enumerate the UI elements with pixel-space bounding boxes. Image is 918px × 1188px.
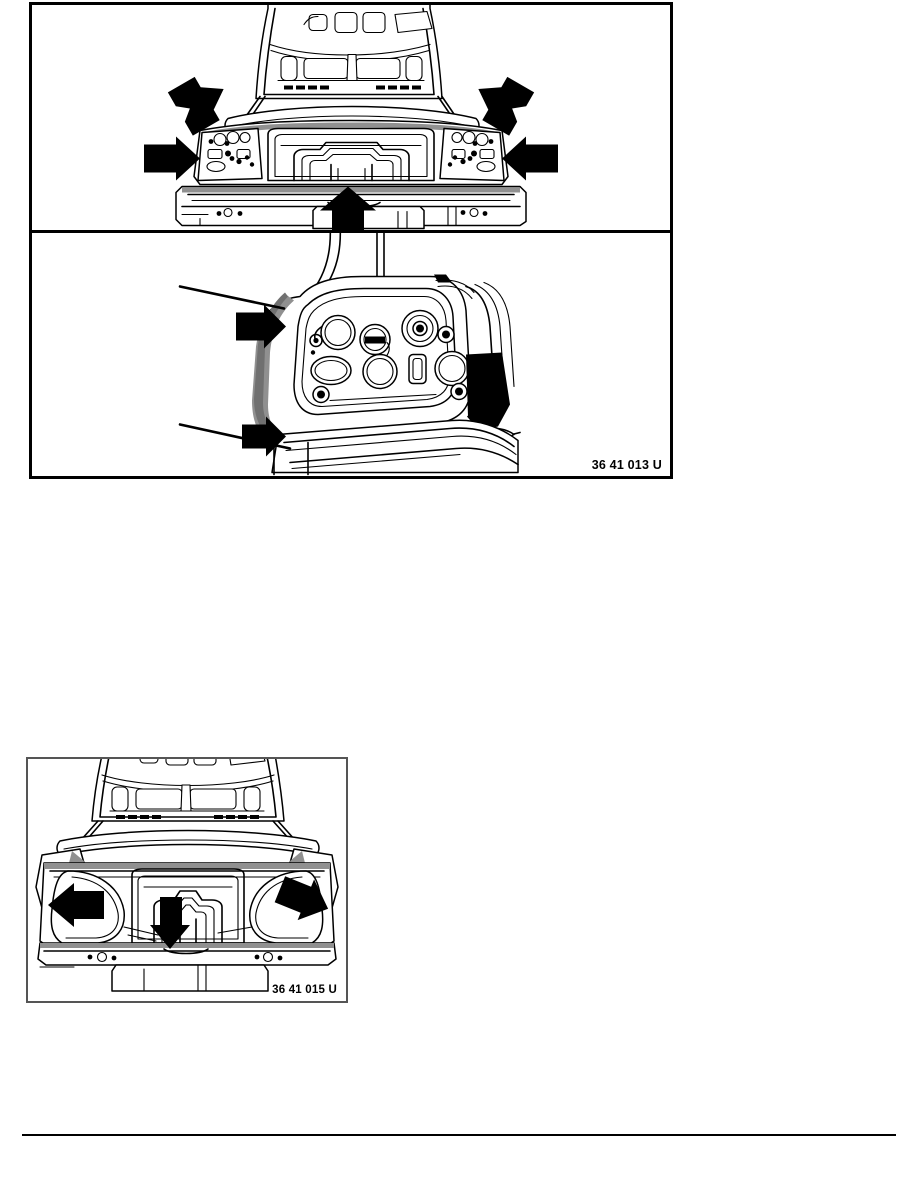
figure-rear-end-body-panels: 36 41 013 U bbox=[29, 2, 673, 479]
arrow-upper-right bbox=[478, 76, 535, 136]
trunk-lid-group-2 bbox=[91, 759, 285, 822]
arrow-right bbox=[274, 876, 329, 921]
taillight-holes-right bbox=[447, 130, 496, 173]
arrow-bottom-center bbox=[320, 186, 376, 230]
footer-horizontal-rule bbox=[22, 1134, 896, 1136]
figure-caption-36-41-015: 36 41 015 U bbox=[272, 984, 337, 996]
arrow-lower-right bbox=[502, 136, 558, 181]
panel-rear-end-overview bbox=[32, 5, 670, 233]
arrow-center bbox=[150, 897, 190, 949]
figure-caption-36-41-013: 36 41 013 U bbox=[591, 458, 662, 472]
trunk-lid-group bbox=[255, 5, 443, 100]
arrow-detail-upper bbox=[236, 304, 286, 349]
panel-rear-pillar-detail: 36 41 013 U bbox=[32, 233, 670, 476]
taillight-holes-left bbox=[206, 130, 255, 173]
arrow-left bbox=[48, 883, 104, 927]
rear-end-overview-drawing bbox=[144, 5, 558, 230]
trunk-floor-drawing bbox=[35, 759, 339, 992]
arrow-lower-left bbox=[144, 136, 200, 181]
arrow-upper-left bbox=[167, 76, 224, 136]
rear-pillar-detail-drawing bbox=[178, 233, 521, 476]
arrow-detail-lower bbox=[242, 416, 286, 457]
figure-trunk-floor-panel: 36 41 015 U bbox=[26, 757, 348, 1003]
